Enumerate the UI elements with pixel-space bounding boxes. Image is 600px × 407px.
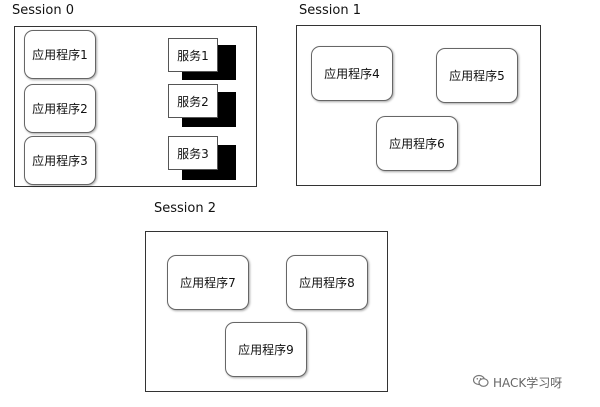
app-1: 应用程序1 [24, 30, 96, 79]
service-2: 服务2 [168, 84, 218, 118]
app-8: 应用程序8 [286, 255, 368, 310]
app-9: 应用程序9 [225, 322, 307, 377]
service-1: 服务1 [168, 38, 218, 72]
session-0-label: Session 0 [12, 3, 75, 18]
app-3: 应用程序3 [24, 136, 96, 185]
app-5: 应用程序5 [436, 48, 518, 103]
app-4: 应用程序4 [311, 46, 393, 101]
service-3: 服务3 [168, 136, 218, 170]
app-7: 应用程序7 [167, 255, 249, 310]
wechat-icon [472, 374, 489, 391]
watermark: HACK学习呀 [472, 373, 563, 391]
app-6: 应用程序6 [376, 116, 458, 171]
session-1-label: Session 1 [299, 3, 362, 18]
session-2-label: Session 2 [154, 201, 217, 216]
app-2: 应用程序2 [24, 84, 96, 133]
watermark-text: HACK学习呀 [493, 375, 563, 390]
